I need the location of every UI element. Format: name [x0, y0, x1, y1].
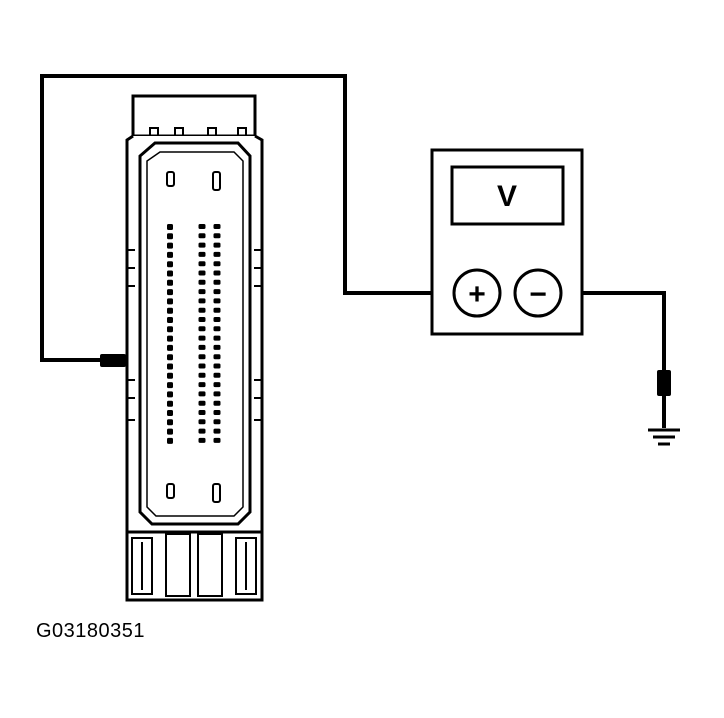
connector-pin: [213, 233, 221, 239]
connector-pin: [213, 400, 221, 406]
connector-pin: [213, 428, 221, 434]
connector-pin: [198, 251, 206, 257]
connector-pin: [198, 289, 206, 295]
connector-pin: [213, 437, 221, 443]
connector-pin: [167, 437, 173, 444]
meter-display-unit: V: [497, 180, 517, 213]
connector-pin: [213, 224, 221, 229]
connector-pin: [213, 289, 221, 295]
connector-pin: [167, 270, 173, 277]
connector-pin: [167, 354, 173, 361]
connector-pin: [198, 270, 206, 276]
connector-pin: [198, 261, 206, 267]
connector-pin: [167, 428, 173, 435]
connector-pin: [167, 289, 173, 296]
connector-pin: [198, 317, 206, 322]
connector-pin: [167, 317, 173, 323]
connector-pin: [167, 372, 173, 379]
wire-probe-to-positive: [40, 74, 452, 362]
connector-pin-grid: [167, 224, 221, 444]
connector-pin: [167, 242, 173, 249]
connector-pin: [198, 410, 206, 415]
connector-pin: [213, 307, 221, 313]
figure-id-label: G03180351: [36, 620, 146, 642]
connector-pin: [198, 354, 206, 360]
connector-pin: [198, 428, 206, 434]
negative-terminal-label: −: [529, 278, 547, 311]
connector-pin: [213, 242, 221, 248]
positive-terminal: [452, 268, 502, 318]
connector-pin: [167, 307, 173, 314]
connector-pin: [213, 354, 221, 360]
connector-pin: [198, 224, 206, 229]
connector-pin: [167, 251, 173, 258]
connector-pin: [167, 326, 173, 333]
connector-pin: [213, 317, 221, 322]
connector-pin: [213, 382, 221, 388]
connector-pin: [167, 391, 173, 398]
connector-pin: [198, 242, 206, 248]
connector-pin: [167, 363, 173, 370]
connector-pin: [213, 326, 221, 332]
connector-pin: [198, 400, 206, 406]
connector-pin: [213, 335, 221, 341]
connector-pin: [213, 391, 221, 397]
negative-terminal: [513, 268, 563, 318]
connector-pin: [213, 270, 221, 276]
connector-pin: [213, 261, 221, 267]
connector-pin: [167, 233, 173, 240]
connector-pin: [213, 279, 221, 285]
connector-keys: [166, 171, 221, 503]
connector-pin: [198, 279, 206, 285]
connector-pin: [198, 419, 206, 425]
connector-pin: [213, 419, 221, 425]
connector-pin: [167, 400, 173, 407]
connector-pin: [198, 335, 206, 341]
connector-pin: [167, 382, 173, 389]
connector-pin: [167, 279, 173, 286]
voltmeter: V + −: [430, 148, 584, 336]
wire-negative-to-ground: [570, 291, 666, 428]
connector-pin: [213, 372, 221, 378]
connector-pin: [198, 363, 206, 369]
connector-pin: [198, 307, 206, 313]
connector-pin: [198, 372, 206, 378]
connector-pin: [213, 363, 221, 369]
connector-pin: [167, 261, 173, 268]
connector-pin: [198, 298, 206, 304]
ground-connector-icon: [657, 370, 671, 396]
connector-pin: [167, 335, 173, 342]
connector-pin: [198, 344, 206, 350]
connector-pin: [167, 298, 173, 305]
connector-pin: [213, 251, 221, 257]
positive-terminal-label: +: [468, 278, 486, 311]
ground-symbol-icon: [648, 428, 680, 446]
connector-pin: [167, 344, 173, 351]
connector-pin: [213, 298, 221, 304]
connector-pin: [198, 326, 206, 332]
connector-pin: [198, 382, 206, 388]
connector-pin: [198, 437, 206, 443]
connector-pin: [167, 410, 173, 416]
connector-pin: [198, 233, 206, 239]
module-connector: [125, 94, 264, 602]
connector-pin: [167, 419, 173, 426]
connector-pin: [198, 391, 206, 397]
connector-pin: [213, 344, 221, 350]
connector-pin: [167, 224, 173, 230]
connector-pin: [213, 410, 221, 415]
